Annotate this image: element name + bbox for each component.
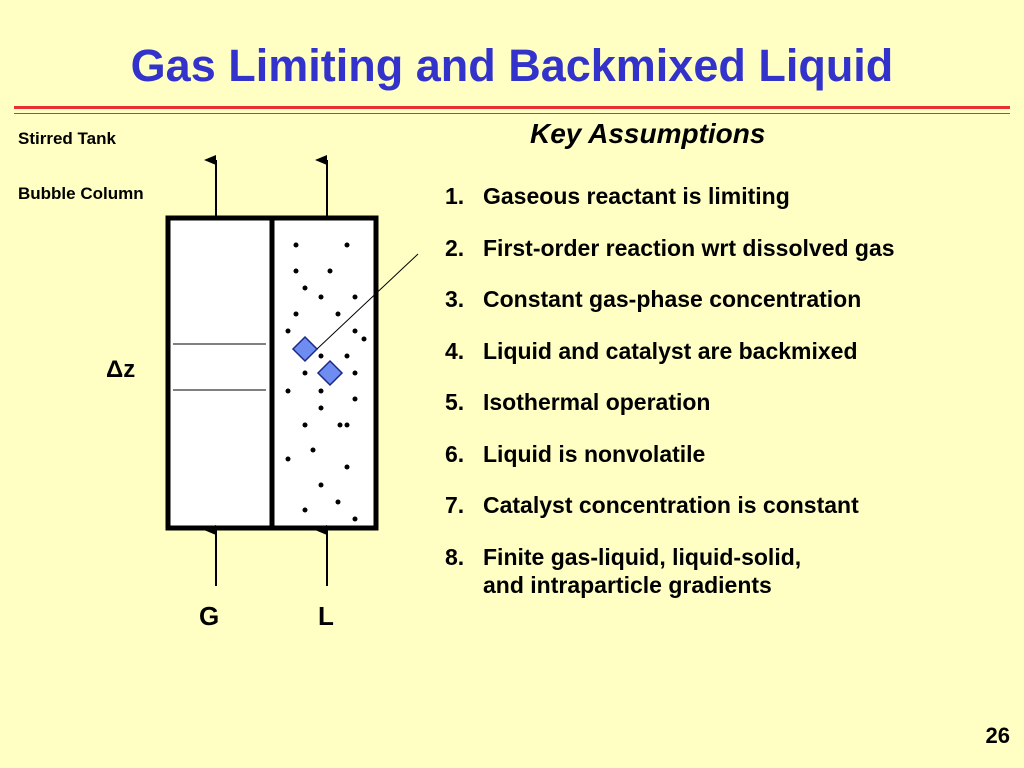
key-assumptions-heading: Key Assumptions <box>530 118 766 149</box>
assumption-item: 2. First-order reaction wrt dissolved ga… <box>445 234 895 262</box>
assumption-number: 4. <box>445 337 465 364</box>
assumptions-list: 1. Gaseous reactant is limiting 2. First… <box>445 182 895 622</box>
delta-z-label: Δz <box>106 356 136 383</box>
catalyst-particle <box>291 335 319 363</box>
assumption-item: 4. Liquid and catalyst are backmixed <box>445 337 895 365</box>
page-number: 26 <box>985 723 1010 748</box>
bubble-column-label: Bubble Column <box>18 184 144 203</box>
dot <box>337 422 343 428</box>
dot <box>352 294 358 300</box>
dot <box>352 516 358 522</box>
dot <box>318 405 324 411</box>
dot <box>361 336 367 342</box>
dot <box>302 370 308 376</box>
slide-title: Gas Limiting and Backmixed Liquid <box>130 40 894 91</box>
dot <box>285 456 291 462</box>
dot <box>302 507 308 513</box>
dot <box>293 242 299 248</box>
dot <box>302 285 308 291</box>
assumption-number: 2. <box>445 234 465 261</box>
assumption-text-continued: and intraparticle gradients <box>483 571 772 598</box>
liquid-label: L <box>318 601 334 631</box>
catalyst-particle <box>316 359 344 387</box>
assumption-item: 6. Liquid is nonvolatile <box>445 440 895 468</box>
assumption-item: 7. Catalyst concentration is constant <box>445 491 895 519</box>
assumption-item: 3. Constant gas-phase concentration <box>445 285 895 313</box>
dot <box>285 328 291 334</box>
assumption-number: 8. <box>445 543 465 570</box>
dot <box>310 447 316 453</box>
dot <box>293 311 299 317</box>
dot <box>344 464 350 470</box>
assumption-number: 1. <box>445 183 465 209</box>
assumption-text: Liquid and catalyst are backmixed <box>483 337 858 364</box>
dot <box>344 422 350 428</box>
assumption-item: 1. Gaseous reactant is limiting <box>445 182 895 210</box>
dot <box>352 370 358 376</box>
dot <box>318 353 324 359</box>
dot <box>352 396 358 402</box>
dot <box>344 242 350 248</box>
dot <box>302 422 308 428</box>
title-rule-thin <box>14 113 1010 114</box>
assumption-text: Finite gas-liquid, liquid-solid, <box>483 543 802 570</box>
assumption-text: Liquid is nonvolatile <box>483 440 706 467</box>
assumption-text: Gaseous reactant is limiting <box>483 183 790 209</box>
assumption-item: 8. Finite gas-liquid, liquid-solid, and … <box>445 543 895 599</box>
dot <box>352 328 358 334</box>
assumption-number: 6. <box>445 440 465 467</box>
assumption-item: 5. Isothermal operation <box>445 388 895 416</box>
dot <box>285 388 291 394</box>
catalyst-dots <box>285 242 367 522</box>
dot <box>293 268 299 274</box>
assumption-number: 3. <box>445 286 465 312</box>
assumption-text: Constant gas-phase concentration <box>483 286 862 312</box>
dot <box>327 268 333 274</box>
stirred-tank-label: Stirred Tank <box>18 129 116 148</box>
dot <box>318 294 324 300</box>
dot <box>344 353 350 359</box>
dot <box>318 388 324 394</box>
dot <box>335 311 341 317</box>
assumption-text: First-order reaction wrt dissolved gas <box>483 234 895 261</box>
assumption-text: Catalyst concentration is constant <box>483 492 859 518</box>
gas-label: G <box>199 601 220 631</box>
particle-callout-line <box>316 253 419 350</box>
dot <box>318 482 324 488</box>
assumption-text: Isothermal operation <box>483 389 711 415</box>
dot <box>335 499 341 505</box>
title-rule-thick <box>14 106 1010 109</box>
assumption-number: 7. <box>445 492 465 518</box>
assumption-number: 5. <box>445 389 465 415</box>
